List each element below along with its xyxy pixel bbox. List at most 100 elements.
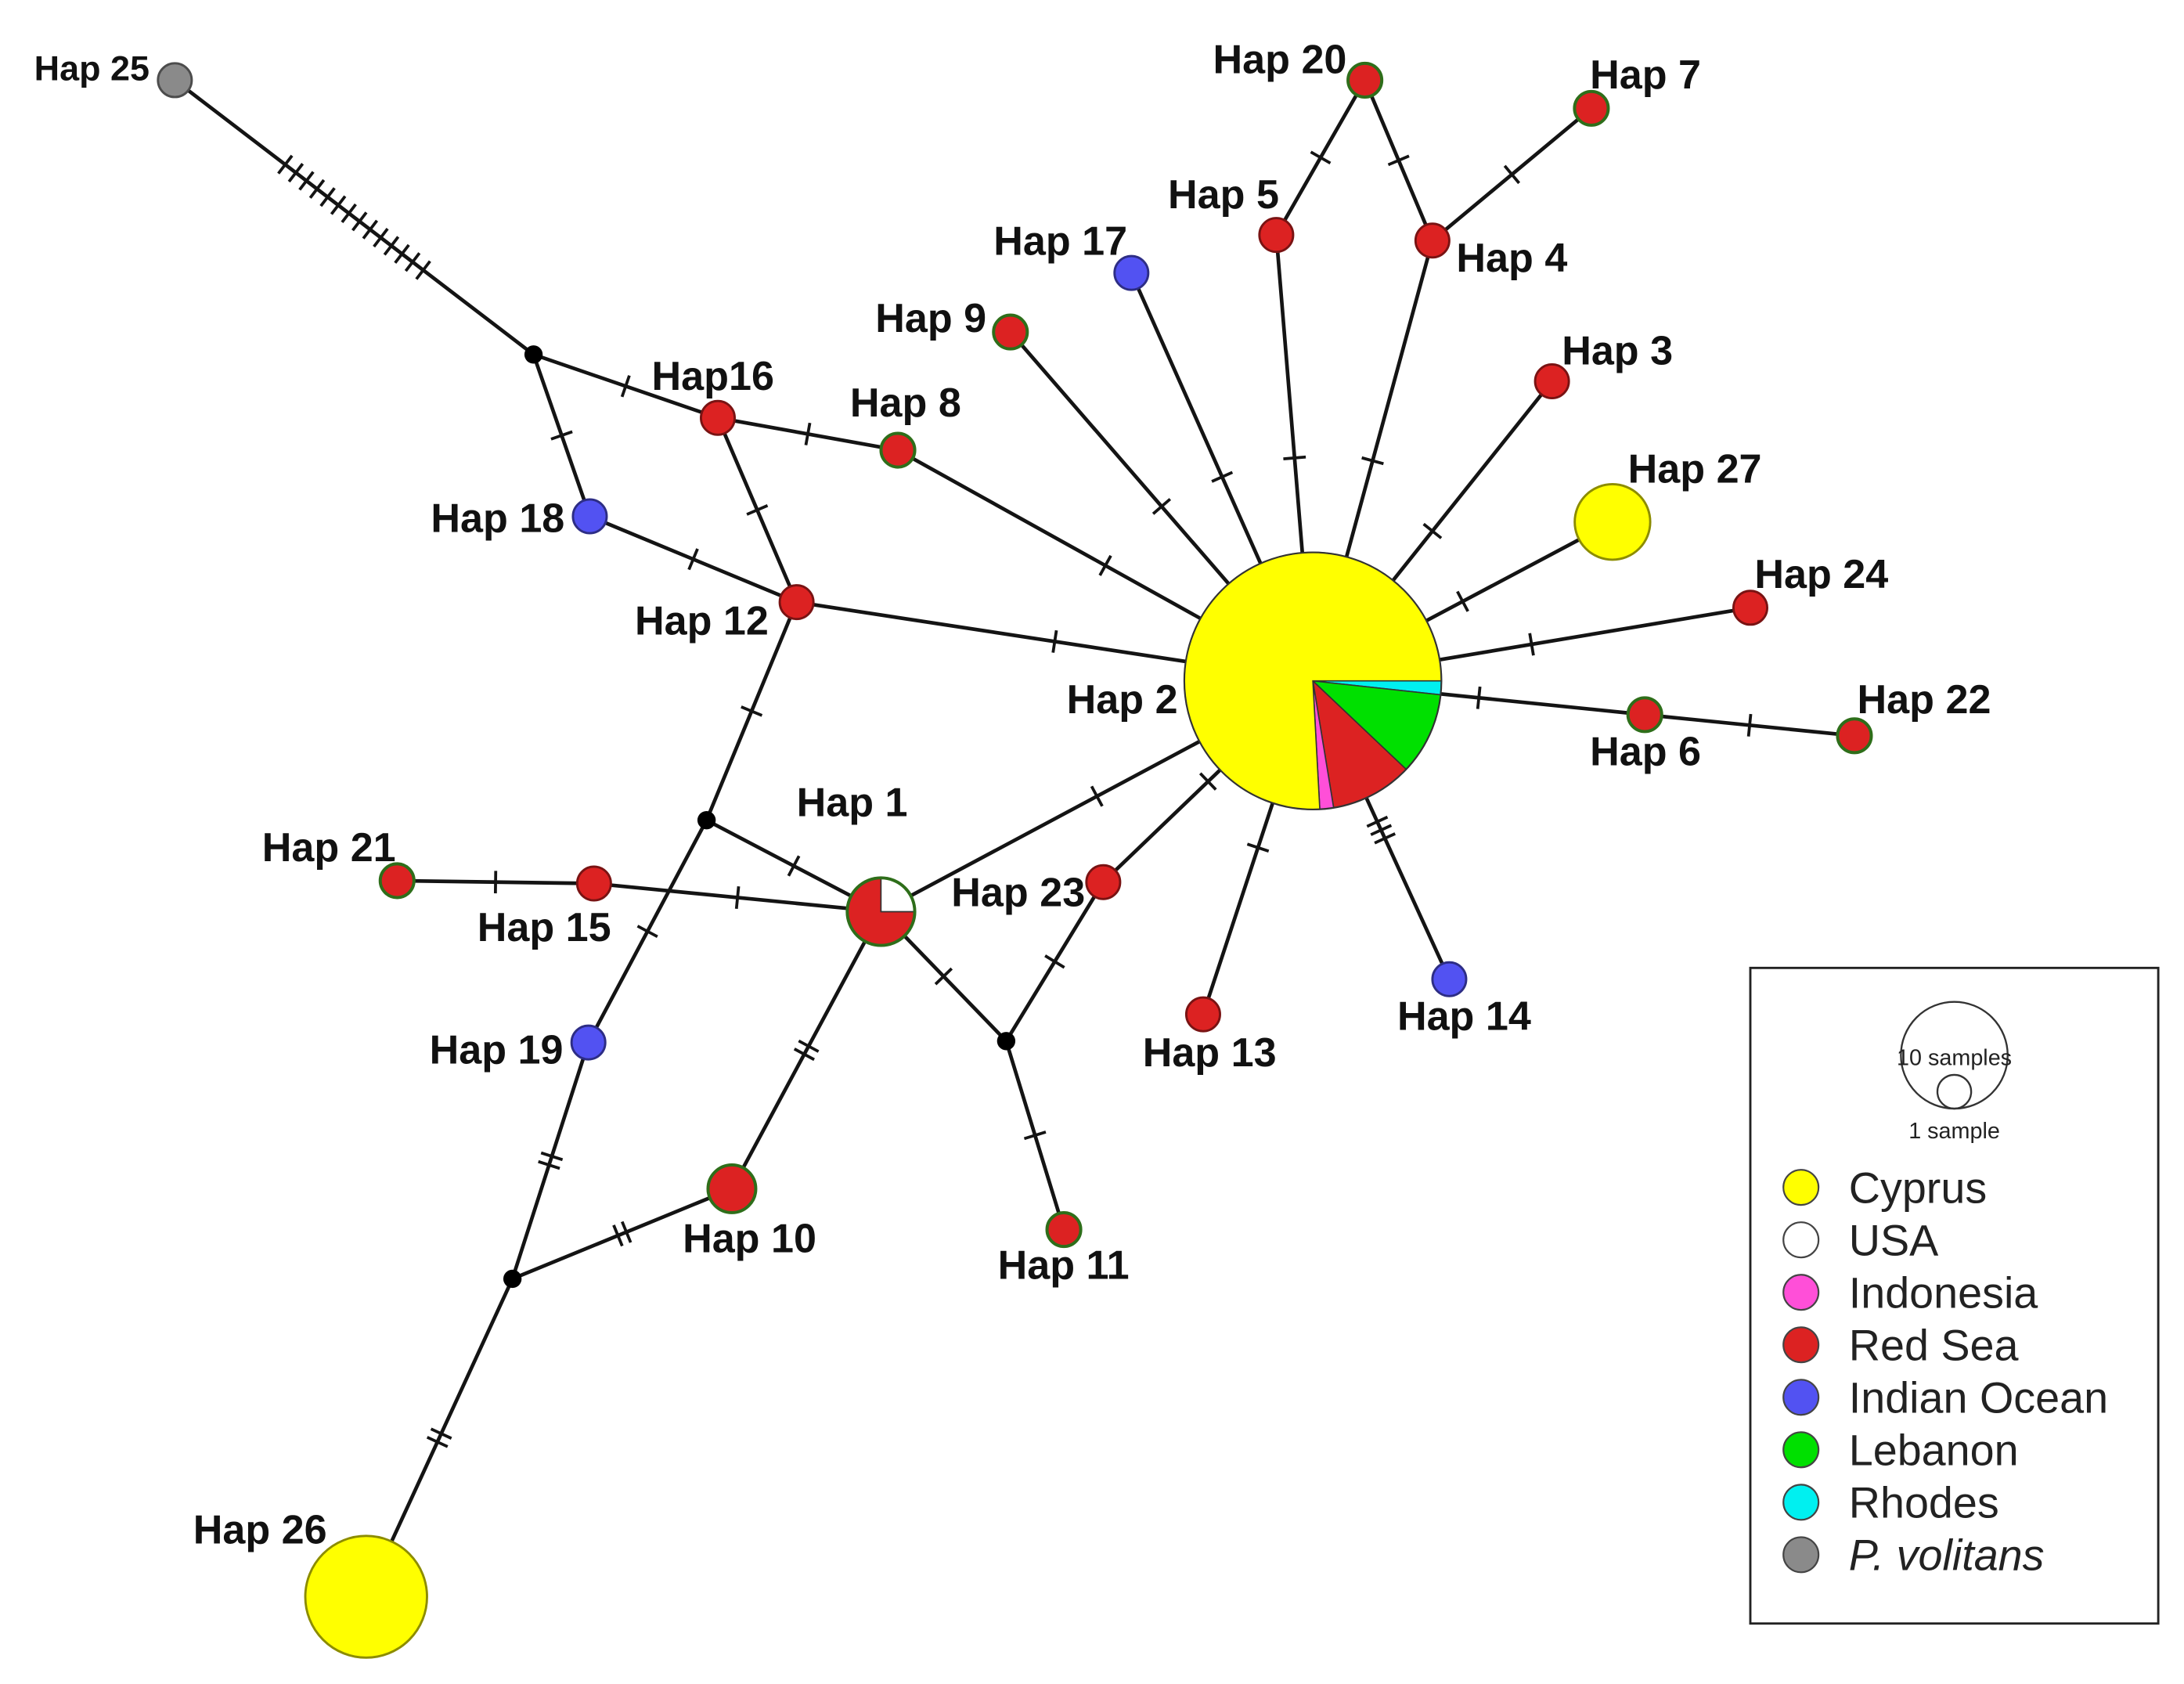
mutation-tick xyxy=(330,195,347,215)
haplotype-circle xyxy=(992,313,1029,351)
haplotype-label: Hap 6 xyxy=(1590,730,1701,775)
legend-swatch xyxy=(1782,1221,1820,1259)
mutation-tick xyxy=(746,504,769,516)
haplotype-label: Hap 8 xyxy=(850,380,961,426)
legend: 10 samples 1 sample CyprusUSAIndonesiaRe… xyxy=(1749,966,2160,1625)
mutation-tick xyxy=(1370,824,1393,836)
haplotype-node xyxy=(1573,483,1652,561)
haplotype-circle xyxy=(378,862,416,900)
mutation-tick xyxy=(383,236,400,256)
haplotype-label: Hap16 xyxy=(652,354,774,399)
haplotype-circle xyxy=(1431,961,1468,997)
legend-swatch xyxy=(1782,1536,1820,1574)
mutation-tick xyxy=(620,375,631,398)
haplotype-node xyxy=(1258,217,1295,254)
haplotype-node xyxy=(1085,864,1122,900)
haplotype-circle xyxy=(1346,61,1384,99)
nodes-layer xyxy=(157,61,1873,1659)
haplotype-label: Hap 26 xyxy=(193,1507,327,1552)
haplotype-node xyxy=(575,865,612,902)
haplotype-label: Hap 5 xyxy=(1168,172,1279,218)
mutation-tick xyxy=(1528,633,1535,656)
haplotype-label: Hap 9 xyxy=(875,296,986,341)
haplotype-label: Hap 12 xyxy=(635,598,769,644)
median-vector-node xyxy=(524,345,543,364)
haplotype-label: Hap 7 xyxy=(1590,52,1701,98)
legend-label: P. volitans xyxy=(1849,1531,2045,1580)
haplotype-circle xyxy=(571,498,608,535)
mutation-tick xyxy=(1746,713,1753,737)
legend-label: USA xyxy=(1849,1216,1939,1264)
mutation-tick xyxy=(1044,954,1065,969)
median-vector-node xyxy=(503,1269,522,1289)
network-edge xyxy=(510,1187,734,1281)
haplotype-node xyxy=(1113,254,1150,291)
mutation-tick xyxy=(687,548,699,571)
haplotype-circle xyxy=(1184,996,1221,1033)
size-key-label-large: 10 samples xyxy=(1897,1045,2012,1070)
legend-swatch xyxy=(1782,1431,1820,1469)
legend-swatch xyxy=(1782,1169,1820,1206)
legend-label: Red Sea xyxy=(1849,1322,2019,1370)
mutation-tick xyxy=(1211,471,1234,483)
haplotype-node xyxy=(778,584,815,621)
mutation-tick xyxy=(741,705,763,717)
haplotype-label: Hap 3 xyxy=(1562,328,1673,373)
legend-swatch xyxy=(1782,1274,1820,1311)
haplotype-circle xyxy=(699,399,737,436)
mutation-tick xyxy=(298,171,315,191)
mutation-tick xyxy=(308,178,326,199)
haplotype-node xyxy=(699,399,737,436)
haplotype-node xyxy=(571,498,608,535)
haplotype-node xyxy=(304,1534,428,1659)
mutation-tick xyxy=(934,967,953,986)
mutation-tick xyxy=(415,260,431,280)
mutation-tick xyxy=(1151,498,1172,515)
mutation-tick xyxy=(636,925,658,939)
mutation-tick xyxy=(1283,455,1306,460)
haplotype-label: Hap 27 xyxy=(1628,446,1762,492)
haplotype-node xyxy=(378,862,416,900)
haplotype-label: Hap 21 xyxy=(262,825,396,871)
mutation-ticks-layer xyxy=(277,150,1753,1448)
mutation-tick xyxy=(787,855,801,877)
legend-label: Indonesia xyxy=(1849,1268,2038,1317)
haplotype-label: Hap 22 xyxy=(1858,677,1991,723)
haplotype-circle xyxy=(1573,483,1652,561)
mutation-tick xyxy=(394,243,410,264)
haplotype-circle xyxy=(157,62,193,99)
haplotype-circle xyxy=(1045,1211,1083,1249)
size-key-circle-small xyxy=(1936,1073,1973,1110)
haplotype-node xyxy=(706,1163,758,1214)
legend-swatch xyxy=(1782,1326,1820,1364)
mutation-tick xyxy=(1476,686,1482,709)
mutation-tick xyxy=(277,154,294,175)
haplotype-node xyxy=(1533,362,1570,399)
mutation-tick xyxy=(1387,154,1410,167)
mutation-tick xyxy=(1090,785,1104,807)
haplotype-node xyxy=(879,431,917,469)
mutation-tick xyxy=(540,1151,564,1162)
haplotype-label: Hap 18 xyxy=(431,496,564,541)
mutation-tick xyxy=(1456,590,1469,612)
mutation-tick xyxy=(404,252,421,272)
mutation-tick xyxy=(1098,554,1112,576)
median-vector-node xyxy=(996,1032,1016,1051)
haplotype-node xyxy=(1573,89,1610,127)
haplotype-label: Hap 11 xyxy=(998,1242,1130,1288)
mutation-tick xyxy=(1051,629,1058,653)
haplotype-label: Hap 13 xyxy=(1143,1030,1277,1076)
mutation-tick xyxy=(430,1427,452,1440)
legend-label: Rhodes xyxy=(1849,1479,1999,1527)
haplotype-label: Hap 17 xyxy=(993,218,1127,264)
mutation-tick xyxy=(373,227,389,248)
haplotype-circle xyxy=(1626,696,1663,734)
haplotype-node xyxy=(845,876,917,947)
haplotype-node xyxy=(1184,996,1221,1033)
mutation-tick xyxy=(1374,832,1396,845)
haplotype-circle xyxy=(1085,864,1122,900)
mutation-tick xyxy=(287,163,305,183)
